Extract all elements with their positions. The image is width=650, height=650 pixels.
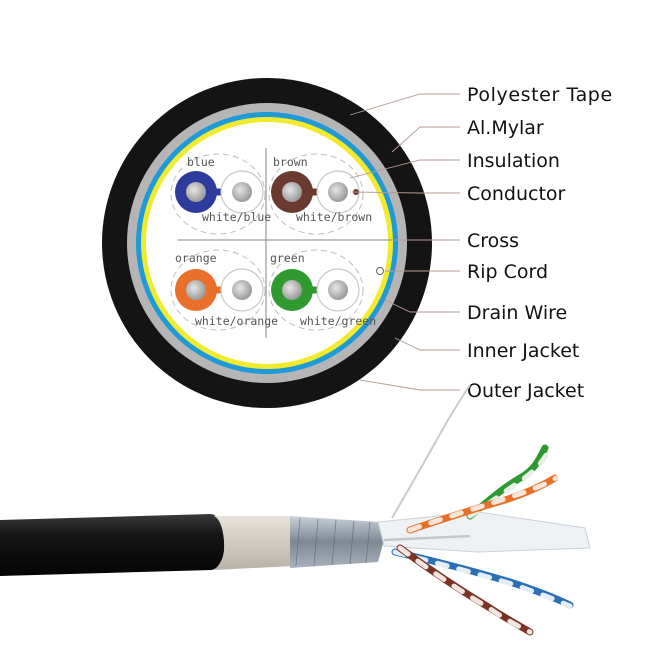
label-drain-wire: Drain Wire (467, 302, 567, 324)
cable-outer-jacket (0, 514, 225, 576)
cable-foil-shield (290, 516, 384, 568)
pair-orange: orange white/orange (175, 251, 278, 328)
cable-inner-jacket (214, 516, 292, 570)
pair-brown: brown white/brown (271, 155, 372, 224)
pair-label-white-orange: white/orange (195, 314, 278, 328)
label-outer-jacket: Outer Jacket (467, 380, 584, 402)
pair-shields (170, 153, 364, 331)
leader-al-mylar (391, 126, 460, 153)
foil-texture (295, 517, 371, 567)
white-green-conductor (328, 280, 348, 300)
pair-blue: blue white/blue (175, 155, 271, 224)
leader-inner-jacket (394, 337, 460, 351)
label-insulation: Insulation (467, 150, 560, 172)
green-conductor (282, 280, 302, 300)
pair-label-white-brown: white/brown (296, 210, 372, 224)
pair-label-white-green: white/green (300, 314, 376, 328)
callout-labels: Polyester Tape Al.Mylar Insulation Condu… (467, 84, 613, 402)
label-polyester-tape: Polyester Tape (467, 84, 613, 106)
leader-outer-jacket (359, 379, 460, 391)
pair-green: green white/green (270, 251, 376, 328)
twisted-pair-brown (396, 544, 534, 636)
pair-label-green: green (270, 251, 305, 265)
white-brown-conductor (328, 182, 348, 202)
pair-label-blue: blue (187, 155, 215, 169)
cable-cross-section: blue white/blue brown white/brown orange… (102, 78, 432, 408)
cable-side-view (0, 384, 591, 636)
rip-cord-dot (375, 266, 385, 276)
white-orange-conductor (232, 280, 252, 300)
label-cross: Cross (467, 230, 519, 252)
label-al-mylar: Al.Mylar (467, 117, 544, 139)
leader-insulation (349, 159, 460, 179)
leader-lines (349, 93, 460, 391)
leader-drain-wire (384, 299, 460, 313)
white-blue-conductor (232, 182, 252, 202)
cable-rip-cord (391, 384, 471, 519)
pair-label-orange: orange (175, 251, 217, 265)
pair-label-brown: brown (273, 155, 308, 169)
blue-conductor (186, 182, 206, 202)
brown-conductor (282, 182, 302, 202)
twisted-pair-orange (406, 474, 559, 534)
cable-drain-wire (383, 534, 471, 542)
pair-label-white-blue: white/blue (202, 210, 271, 224)
label-conductor: Conductor (467, 183, 566, 205)
twisted-pair-blue (391, 548, 574, 609)
leader-conductor (351, 191, 460, 194)
label-rip-cord: Rip Cord (467, 261, 548, 283)
orange-conductor (186, 280, 206, 300)
label-inner-jacket: Inner Jacket (467, 340, 579, 362)
leader-polyester-tape (349, 93, 460, 116)
